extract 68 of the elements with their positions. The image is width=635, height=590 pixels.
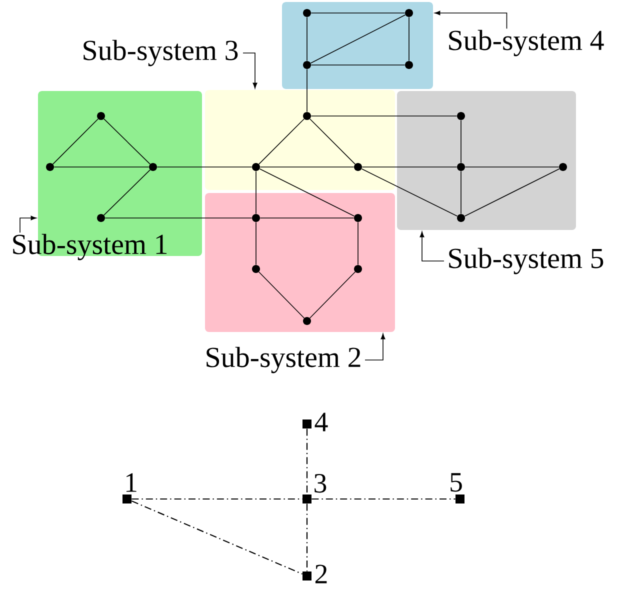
vertex-dot: [457, 214, 465, 222]
node-label: 4: [314, 412, 328, 432]
graph-edge: [464, 166, 560, 168]
vertex-dot: [252, 265, 260, 273]
square-vertex: 1: [122, 473, 136, 504]
graph-edge: [310, 64, 406, 66]
dash-dot-line: [132, 498, 302, 500]
vertex-dot: [354, 163, 362, 171]
leader-line: [434, 10, 508, 30]
leader-line: [242, 52, 258, 88]
graph-edge: [361, 168, 458, 217]
square-vertex: 2: [302, 564, 327, 584]
square-vertex: 4: [302, 412, 328, 432]
vertex-dot: [97, 112, 105, 120]
node-label: 1: [126, 473, 136, 492]
graph-edge: [52, 118, 98, 164]
node-label: 3: [314, 474, 326, 493]
graph-edge: [156, 166, 252, 168]
graph-edge: [464, 168, 560, 217]
leader-line: [420, 232, 444, 262]
subsystem-label: Sub-system 4: [449, 30, 604, 56]
dash-dot-line: [312, 498, 456, 500]
vertex-dot: [457, 163, 465, 171]
graph-edge: [258, 118, 304, 164]
graph-edge: [310, 118, 356, 164]
graph-edge: [362, 166, 458, 168]
vertex-dot: [354, 214, 362, 222]
graph-edge: [104, 118, 150, 164]
graph-edge: [310, 272, 356, 318]
subsystem-label: Sub-system 3: [84, 40, 238, 66]
graph-edge: [310, 12, 406, 14]
graph-edge: [460, 170, 462, 214]
vertex-dot: [405, 61, 413, 69]
graph-edge: [259, 168, 355, 217]
leader-line: [364, 334, 386, 360]
vertex-dot: [303, 317, 311, 325]
subsystem-label: Sub-system 1: [13, 234, 167, 260]
vertex-dot: [559, 163, 567, 171]
square-vertex: 3: [302, 474, 326, 504]
vertex-dot: [405, 9, 413, 17]
vertex-dot: [303, 112, 311, 120]
dash-dot-line: [306, 428, 308, 494]
vertex-dot: [97, 214, 105, 222]
vertex-dot: [149, 163, 157, 171]
vertex-dot: [354, 265, 362, 273]
graph-edge: [104, 170, 150, 216]
vertex-dot: [303, 9, 311, 17]
graph-edge: [408, 16, 410, 62]
graph-edge: [306, 68, 308, 112]
graph-edge: [460, 120, 462, 164]
square-vertex: 5: [450, 473, 464, 504]
leader-line: [20, 216, 36, 234]
vertex-dot: [303, 61, 311, 69]
graph-edge: [260, 166, 354, 168]
vertex-dot: [46, 163, 54, 171]
subsystem-label: Sub-system 5: [449, 248, 604, 274]
node-label: 5: [450, 473, 462, 492]
vertex-dot: [252, 163, 260, 171]
dash-dot-line: [131, 500, 303, 574]
graph-edge: [258, 272, 304, 318]
subsystem-label: Sub-system 2: [206, 346, 360, 374]
graph-edge: [306, 16, 308, 62]
graph-edge: [310, 14, 406, 64]
vertex-dot: [252, 214, 260, 222]
vertex-dot: [457, 112, 465, 120]
node-label: 2: [315, 564, 327, 584]
dash-dot-line: [306, 504, 308, 572]
graph-edge: [54, 166, 150, 168]
